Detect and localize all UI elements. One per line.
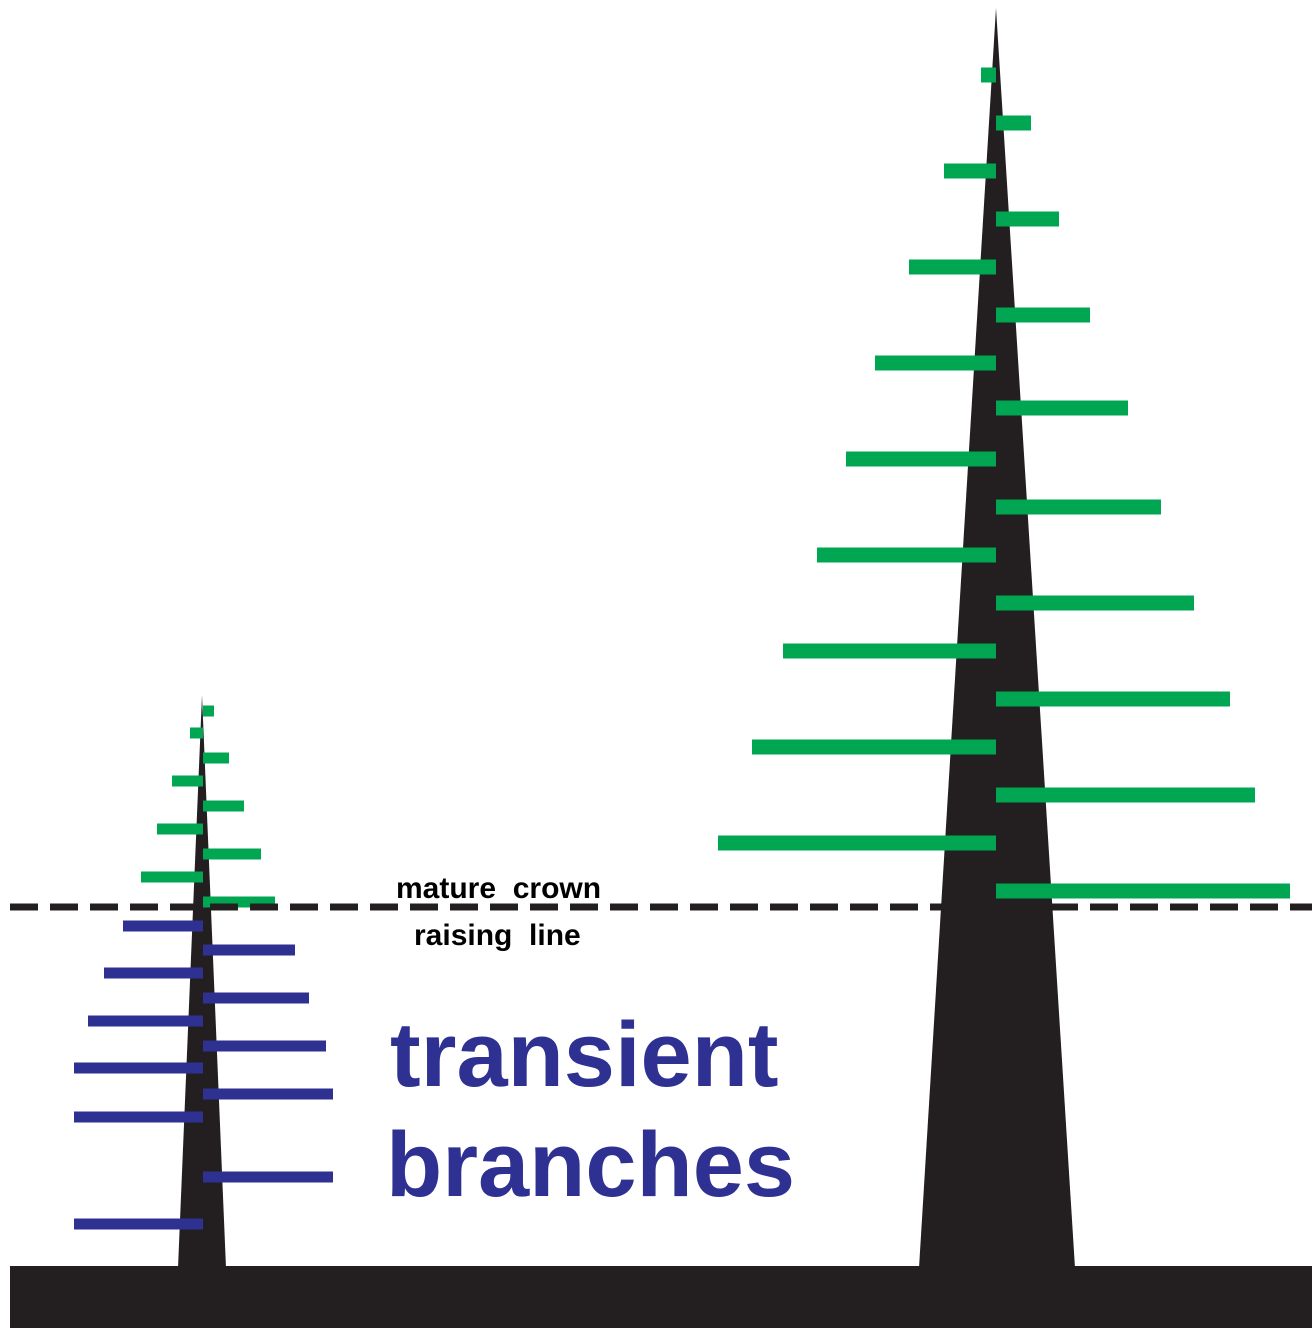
permanent-branch bbox=[846, 451, 996, 467]
permanent-branch bbox=[996, 691, 1230, 707]
transient-branch bbox=[74, 1062, 203, 1074]
permanent-branch bbox=[996, 787, 1255, 803]
crown-line-label-bottom: raising line bbox=[414, 919, 581, 952]
transient-branch bbox=[74, 1111, 203, 1123]
transient-branch bbox=[203, 1040, 326, 1052]
permanent-branch bbox=[718, 835, 996, 851]
transient-branch bbox=[88, 1015, 203, 1027]
permanent-branch bbox=[817, 547, 996, 563]
permanent-branch bbox=[996, 595, 1194, 611]
transient-branch bbox=[123, 920, 203, 932]
permanent-branch bbox=[996, 400, 1128, 416]
transient-branch bbox=[203, 944, 295, 956]
transient-branch bbox=[203, 992, 309, 1004]
permanent-branch bbox=[203, 705, 214, 717]
transient-label-bottom: branches bbox=[386, 1114, 795, 1216]
transient-label-top: transient bbox=[390, 1004, 779, 1106]
permanent-branch bbox=[203, 752, 229, 764]
mature-tree-trunk bbox=[919, 8, 1075, 1268]
permanent-branch bbox=[981, 67, 996, 83]
young-tree-trunk bbox=[178, 695, 226, 1268]
permanent-branch bbox=[141, 871, 203, 883]
permanent-branch bbox=[996, 499, 1161, 515]
transient-branch bbox=[203, 1171, 333, 1183]
trees bbox=[74, 8, 1290, 1268]
permanent-branch bbox=[783, 643, 996, 659]
permanent-branch bbox=[190, 727, 203, 739]
permanent-branch bbox=[996, 115, 1031, 131]
permanent-branch bbox=[944, 163, 996, 179]
transient-branch bbox=[74, 1218, 203, 1230]
ground bbox=[10, 1266, 1312, 1328]
permanent-branch bbox=[875, 355, 996, 371]
transient-branch bbox=[203, 1088, 333, 1100]
permanent-branch bbox=[203, 848, 261, 860]
transient-branch bbox=[104, 967, 203, 979]
crown-line-label-top: mature crown bbox=[396, 872, 601, 905]
permanent-branch bbox=[996, 211, 1059, 227]
permanent-branch bbox=[996, 883, 1290, 899]
permanent-branch bbox=[172, 775, 203, 787]
permanent-branch bbox=[996, 307, 1090, 323]
permanent-branch bbox=[909, 259, 996, 275]
permanent-branch bbox=[157, 823, 203, 835]
permanent-branch bbox=[752, 739, 996, 755]
permanent-branch bbox=[203, 896, 275, 908]
permanent-branch bbox=[203, 800, 244, 812]
